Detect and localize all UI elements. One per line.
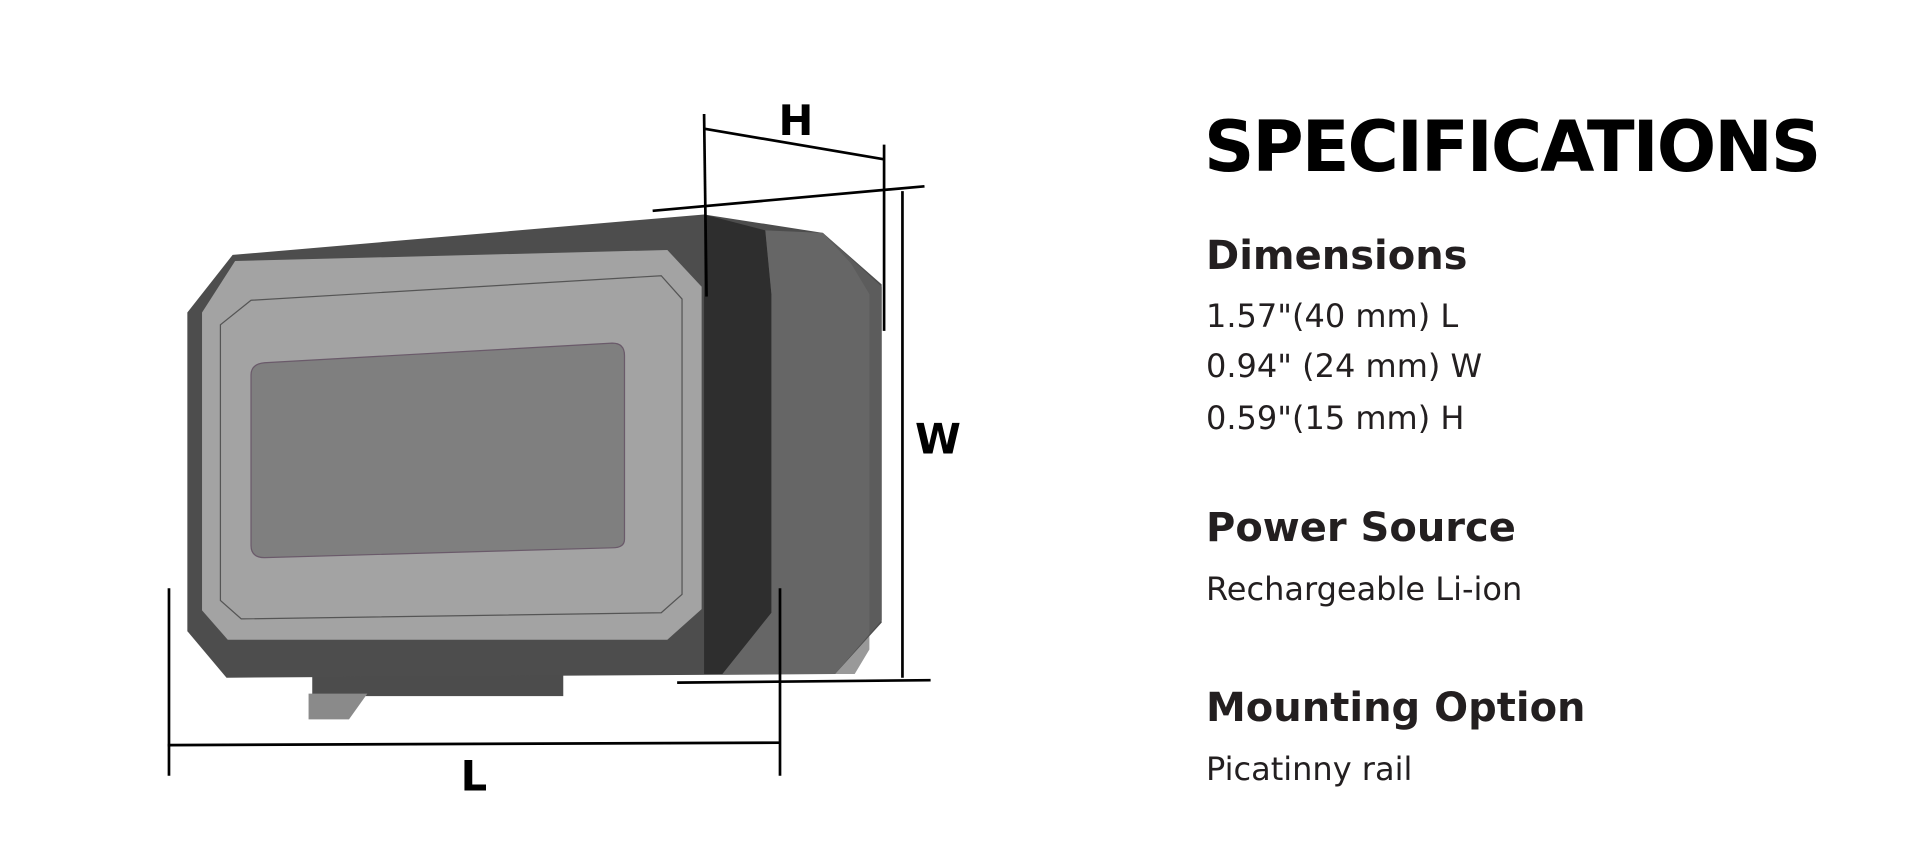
power-source-heading: Power Source (1206, 505, 1516, 551)
length-label: L (461, 751, 488, 800)
width-label: W (915, 414, 961, 463)
device-side-light (722, 230, 882, 675)
mount-clip (308, 693, 368, 720)
dimension-length: 1.57"(40 mm) L (1206, 297, 1459, 335)
display-window (250, 342, 626, 559)
device-side-edge (822, 232, 882, 675)
device-side-dark (704, 214, 772, 675)
dimensions-heading: Dimensions (1206, 233, 1468, 279)
specifications-title: SPECIFICATIONS (1204, 106, 1821, 188)
mounting-option-value: Picatinny rail (1206, 750, 1413, 788)
power-source-value: Rechargeable Li-ion (1206, 570, 1523, 608)
device-illustration (187, 214, 882, 720)
mounting-option-heading: Mounting Option (1206, 685, 1586, 731)
dimension-height: 0.59"(15 mm) H (1206, 399, 1465, 437)
dimension-width: 0.94" (24 mm) W (1206, 347, 1483, 385)
height-label: H (778, 96, 813, 145)
bezel-inner-outline (219, 275, 683, 620)
dimension-lines (167, 113, 931, 776)
